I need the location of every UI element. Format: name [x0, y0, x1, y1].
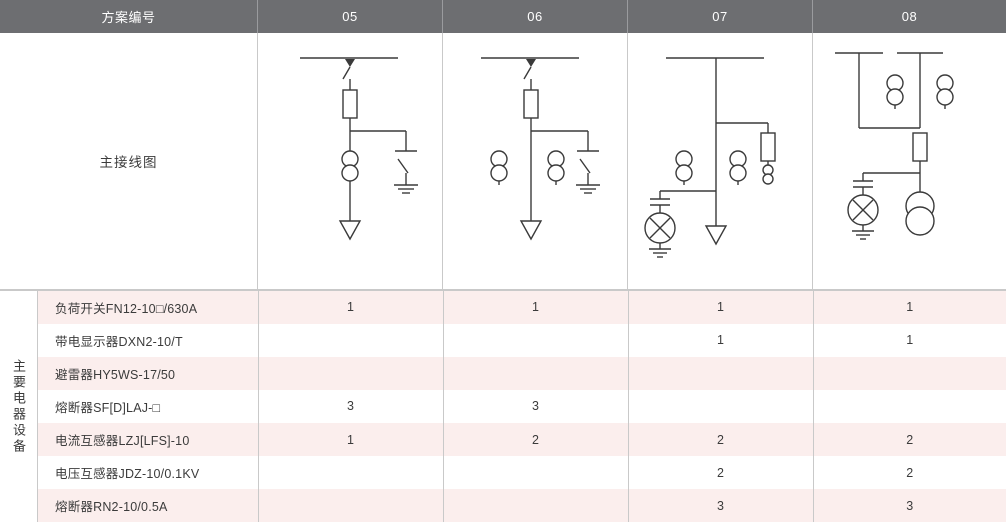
main-wiring-diagram-label: 主接线图: [0, 33, 258, 289]
quantity-07: 2: [628, 456, 814, 490]
quantity-08: 1: [813, 290, 1006, 324]
schematic-07: [628, 33, 813, 289]
quantity-06: [443, 489, 629, 522]
main-wiring-diagram-row: 主接线图: [0, 33, 1006, 290]
quantity-07: 2: [628, 423, 814, 457]
quantity-07: [628, 389, 814, 423]
quantity-05: [258, 323, 444, 357]
header-column-05: 05: [258, 0, 443, 33]
equipment-name: 熔断器RN2-10/0.5A: [38, 489, 259, 522]
equipment-name: 避雷器HY5WS-17/50: [38, 356, 259, 390]
table-header-row: 方案编号 05 06 07 08: [0, 0, 1006, 33]
quantity-06: [443, 356, 629, 390]
quantity-07: [628, 356, 814, 390]
main-equipment-vertical-label: 主要电器设备: [11, 358, 26, 455]
schematic-08-svg: [835, 52, 954, 240]
equipment-name: 带电显示器DXN2-10/T: [38, 323, 259, 357]
quantity-06: 2: [443, 423, 629, 457]
table-row: 熔断器RN2-10/0.5A 3 3: [38, 489, 1006, 522]
table-row: 熔断器SF[D]LAJ-□ 3 3: [38, 389, 1006, 423]
schematic-06: [443, 33, 628, 289]
quantity-08: 3: [813, 489, 1006, 522]
header-column-08: 08: [901, 9, 918, 24]
main-equipment-vertical-label-cell: 主要电器设备: [0, 290, 38, 522]
table-row: 电流互感器LZJ[LFS]-10 1 2 2 2: [38, 423, 1006, 457]
schematic-05-svg: [300, 57, 418, 241]
equipment-spec-table: 负荷开关FN12-10□/630A 1 1 1 1 带电显示器DXN2-10/T…: [38, 290, 1006, 522]
quantity-08: 2: [813, 423, 1006, 457]
equipment-spec-section: 主要电器设备 负荷开关FN12-10□/630A 1 1 1 1 带电显示器DX…: [0, 290, 1006, 522]
quantity-07: 3: [628, 489, 814, 522]
quantity-05: 1: [258, 290, 444, 324]
quantity-06: 3: [443, 389, 629, 423]
quantity-08: [813, 389, 1006, 423]
equipment-name: 负荷开关FN12-10□/630A: [38, 290, 259, 324]
quantity-08: 2: [813, 456, 1006, 490]
quantity-05: [258, 456, 444, 490]
quantity-06: 1: [443, 290, 629, 324]
quantity-05: 1: [258, 423, 444, 457]
table-row: 避雷器HY5WS-17/50: [38, 356, 1006, 390]
table-row: 带电显示器DXN2-10/T 1 1: [38, 323, 1006, 357]
quantity-07: 1: [628, 290, 814, 324]
schematic-07-svg: [644, 57, 776, 258]
equipment-name: 熔断器SF[D]LAJ-□: [38, 389, 259, 423]
quantity-07: 1: [628, 323, 814, 357]
quantity-08: 1: [813, 323, 1006, 357]
quantity-06: [443, 456, 629, 490]
header-column-07: 07: [628, 0, 813, 33]
schematic-05: [258, 33, 443, 289]
quantity-05: 3: [258, 389, 444, 423]
quantity-05: [258, 489, 444, 522]
schematic-08: [813, 33, 1006, 289]
schematic-06-svg: [481, 57, 600, 241]
equipment-name: 电压互感器JDZ-10/0.1KV: [38, 456, 259, 490]
quantity-08: [813, 356, 1006, 390]
quantity-06: [443, 323, 629, 357]
quantity-05: [258, 356, 444, 390]
header-scheme-number-label: 方案编号: [0, 0, 258, 33]
table-row: 电压互感器JDZ-10/0.1KV 2 2: [38, 456, 1006, 490]
header-column-06: 06: [443, 0, 628, 33]
table-row: 负荷开关FN12-10□/630A 1 1 1 1: [38, 290, 1006, 324]
equipment-name: 电流互感器LZJ[LFS]-10: [38, 423, 259, 457]
